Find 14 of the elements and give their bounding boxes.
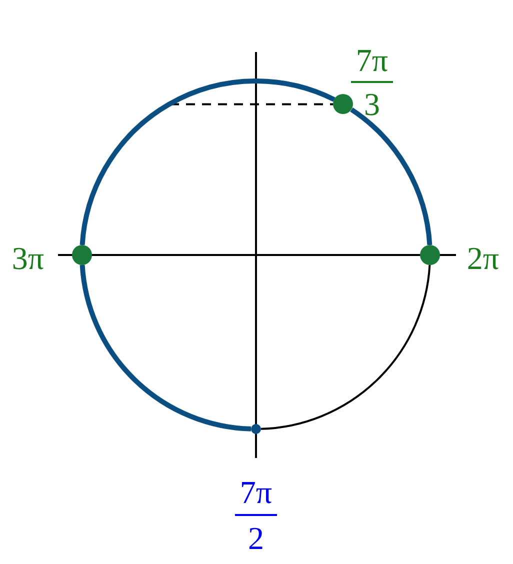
angle-label: 3π: [12, 242, 44, 274]
fraction-denominator: 3: [364, 88, 380, 120]
circle-arc: [80, 78, 336, 246]
point-marker: [333, 94, 353, 114]
fraction-numerator: 7π: [240, 476, 272, 508]
circle-arc: [260, 264, 431, 430]
fraction-numerator: 7π: [356, 44, 388, 76]
point-marker: [420, 245, 440, 265]
point-marker: [72, 245, 92, 265]
circle-arc: [350, 108, 432, 246]
circle-arc: [80, 264, 252, 432]
angle-label: 2π: [466, 242, 500, 274]
fraction-denominator: 2: [248, 522, 264, 554]
point-marker: [251, 424, 261, 434]
